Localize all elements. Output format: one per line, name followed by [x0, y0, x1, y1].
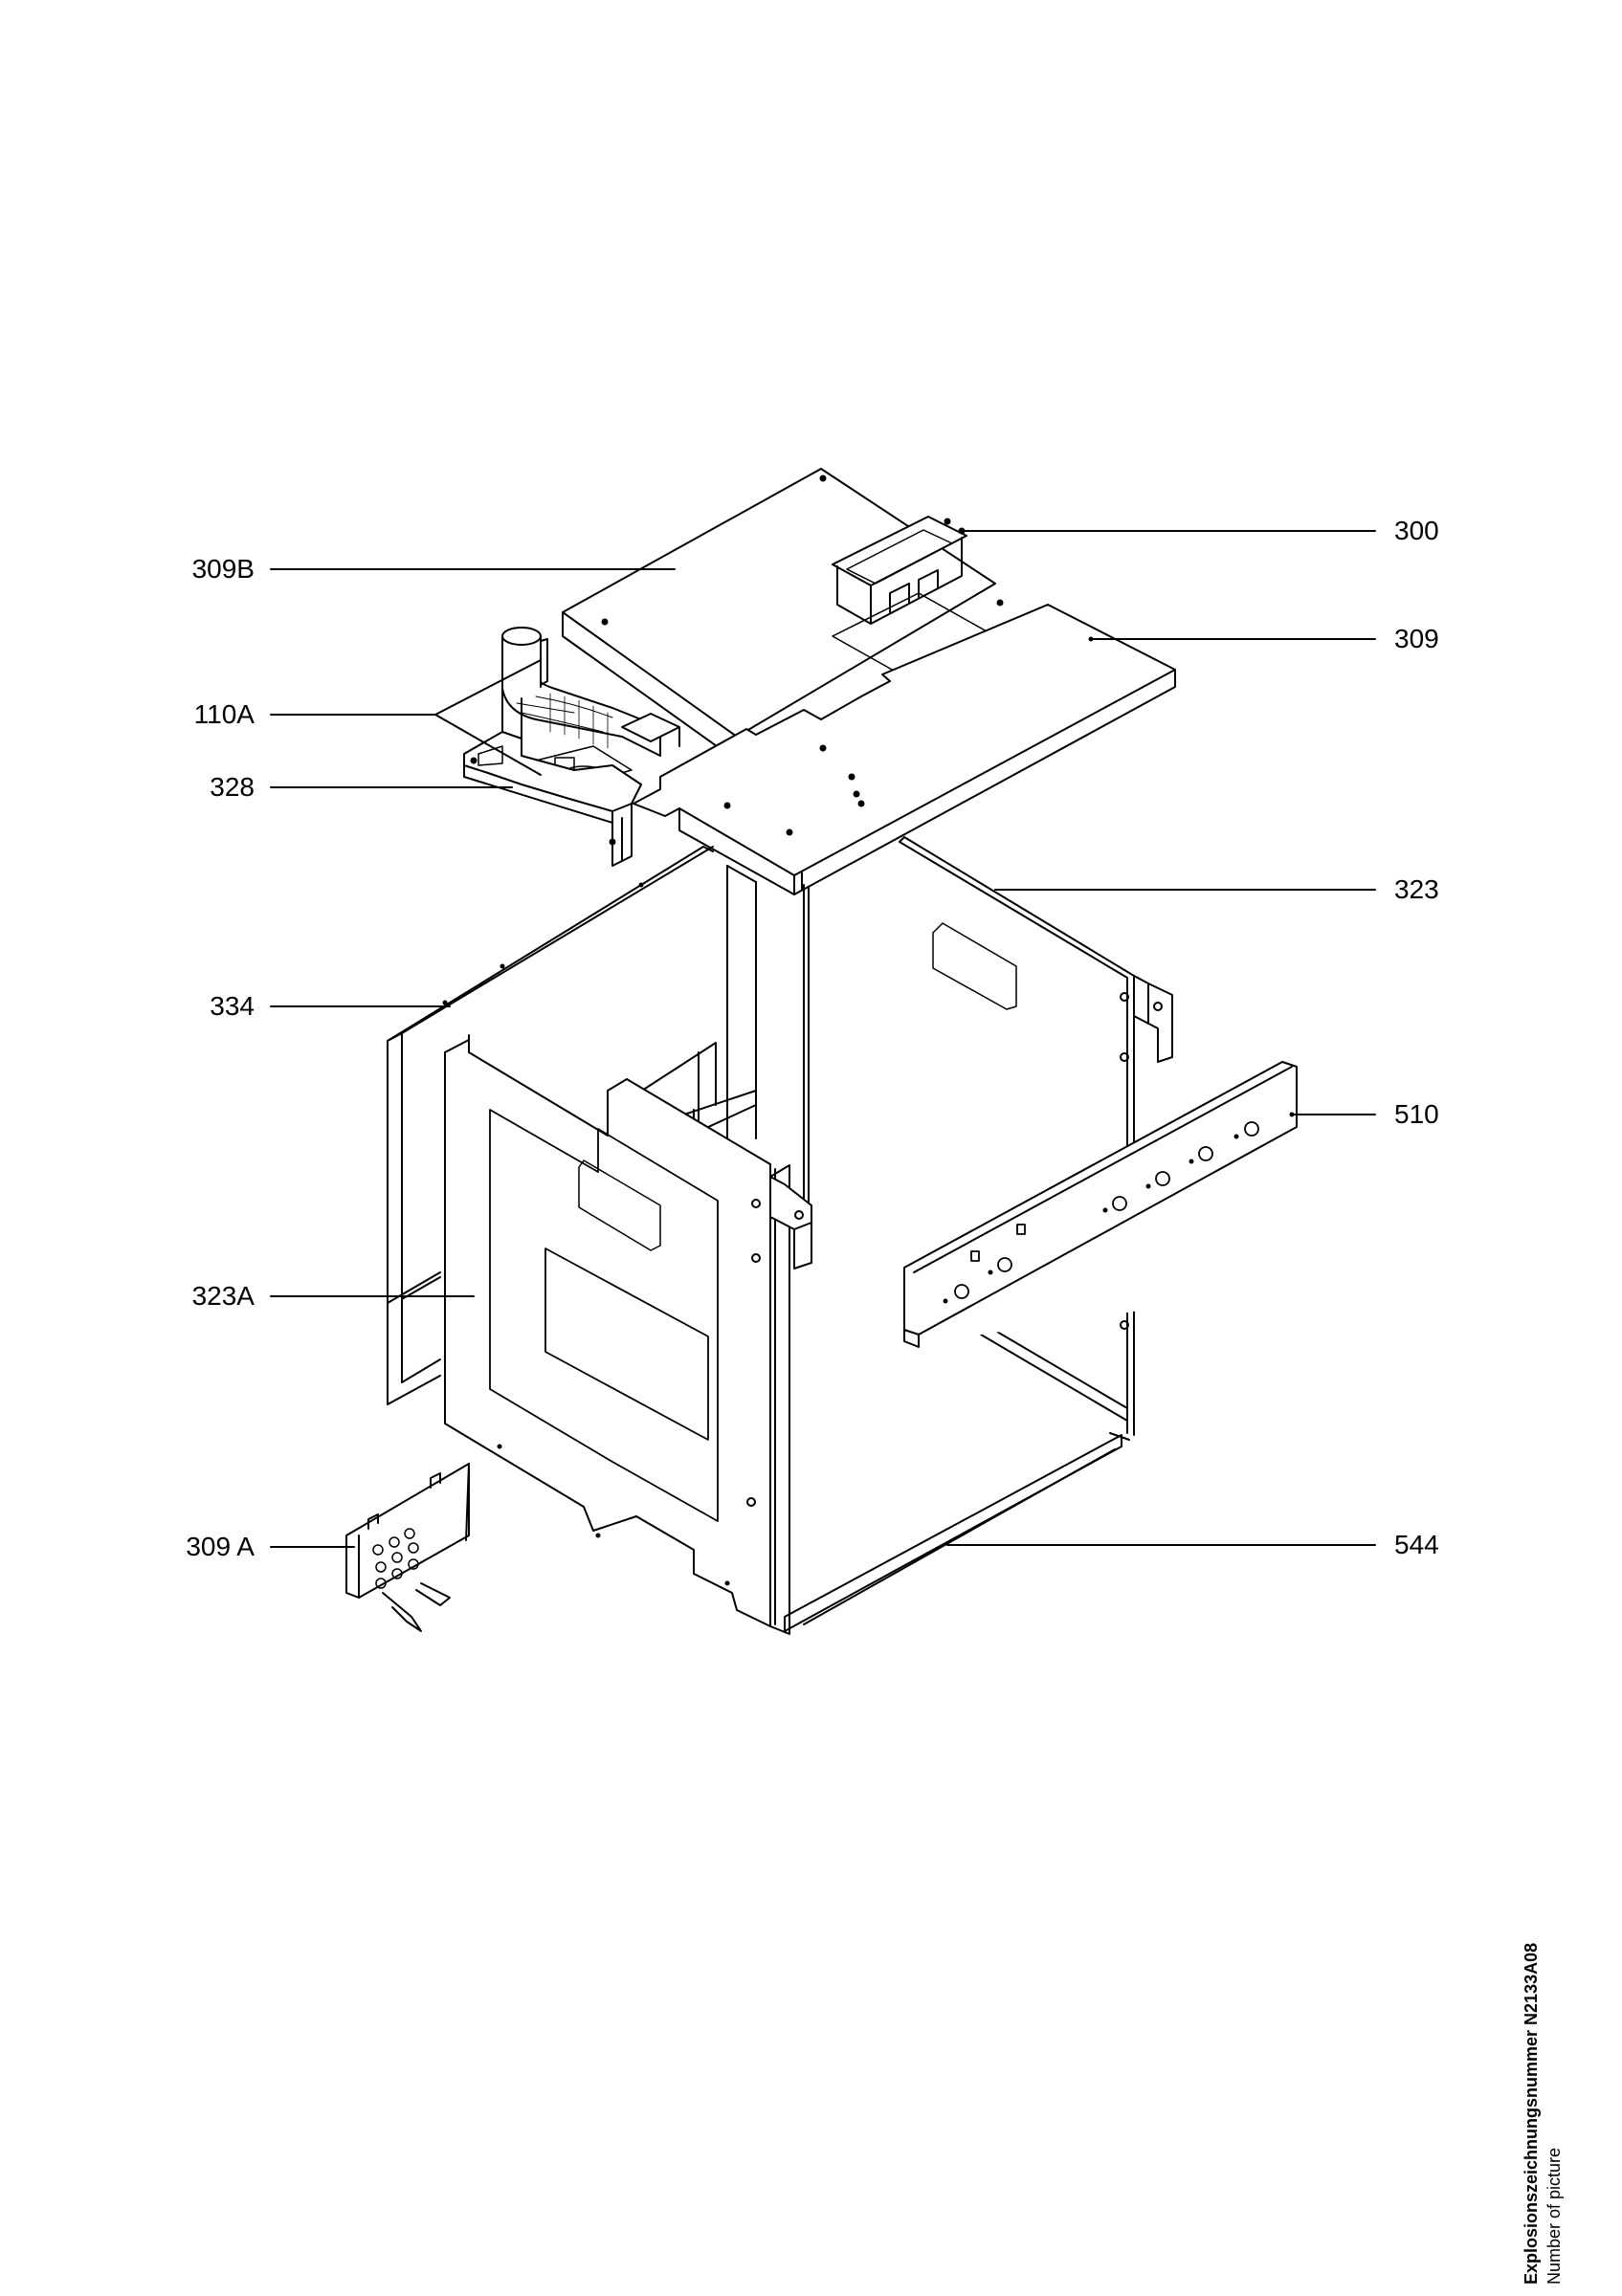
callout-309: 309 [1394, 624, 1439, 653]
left-side-panel-334 [387, 846, 714, 1405]
callout-300: 300 [1394, 516, 1439, 545]
callout-544: 544 [1394, 1530, 1439, 1559]
picture-label: Number of picture [1544, 2147, 1564, 2285]
front-top-panel-309 [633, 604, 1176, 895]
callout-323: 323 [1394, 874, 1439, 904]
control-panel-510 [903, 1057, 1298, 1348]
drawing-number-footer: Explosionszeichnungsnummer N2133A08 Numb… [1520, 1749, 1577, 2285]
callout-309a: 309 A [186, 1532, 255, 1561]
small-bracket-309a [345, 1463, 470, 1632]
callout-323a: 323A [191, 1281, 255, 1311]
callout-309b: 309B [191, 554, 255, 584]
vent-insert-300 [832, 516, 967, 625]
front-panel-323a [444, 1034, 812, 1635]
bottom-rail-544 [784, 1432, 1130, 1632]
drawing-number: Explosionszeichnungsnummer N2133A08 [1522, 1942, 1541, 2285]
callout-328: 328 [210, 772, 255, 802]
mounting-bracket-328 [463, 690, 642, 867]
callout-334: 334 [210, 991, 255, 1021]
callout-510: 510 [1394, 1099, 1439, 1129]
fan-duct-assembly-110a [501, 627, 680, 787]
leader-lines [270, 530, 1376, 1548]
callout-110a: 110A [193, 699, 255, 729]
